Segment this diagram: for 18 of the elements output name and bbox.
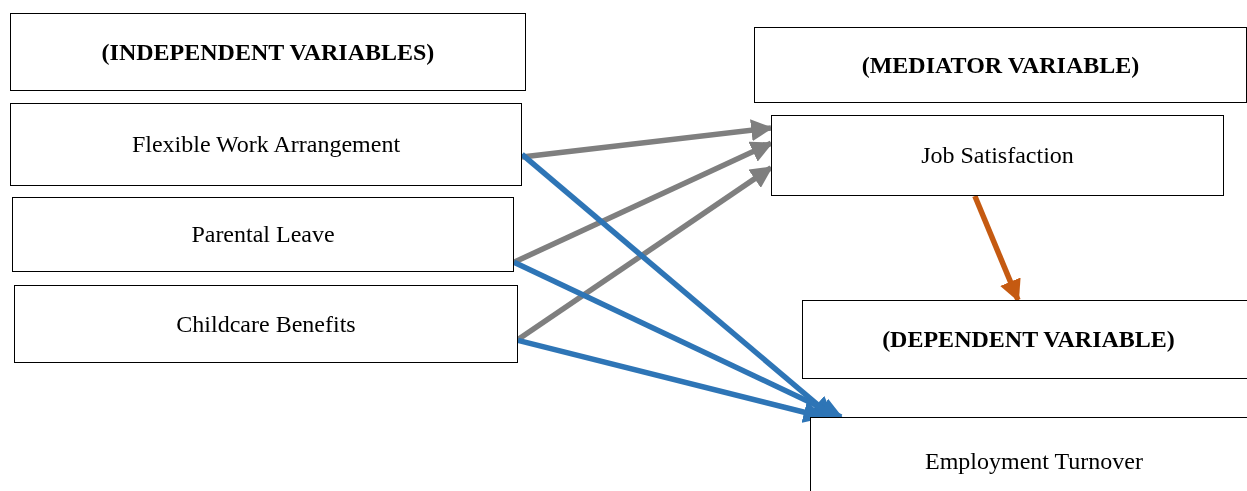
variable-label: Employment Turnover: [925, 448, 1143, 475]
variable-box: [810, 417, 1247, 491]
variable-box: [14, 285, 518, 363]
heading-text: (MEDIATOR VARIABLE): [861, 51, 1140, 79]
variable-label: Childcare Benefits: [176, 310, 356, 338]
variable-box: [10, 103, 522, 186]
variable-box: [771, 115, 1224, 196]
arrow: [516, 165, 773, 342]
heading-box: [802, 300, 1247, 379]
variable-label: Parental Leave: [191, 221, 335, 248]
variable-label: Job Satisfaction: [921, 142, 1074, 169]
heading-box: [754, 27, 1247, 103]
heading-box: [10, 13, 526, 91]
heading-text: (INDEPENDENT VARIABLES): [101, 38, 435, 66]
arrow: [512, 140, 773, 265]
variable-label: Flexible Work Arrangement: [131, 131, 401, 158]
heading-text: (DEPENDENT VARIABLE): [882, 326, 1175, 353]
variable-box: [12, 197, 514, 272]
